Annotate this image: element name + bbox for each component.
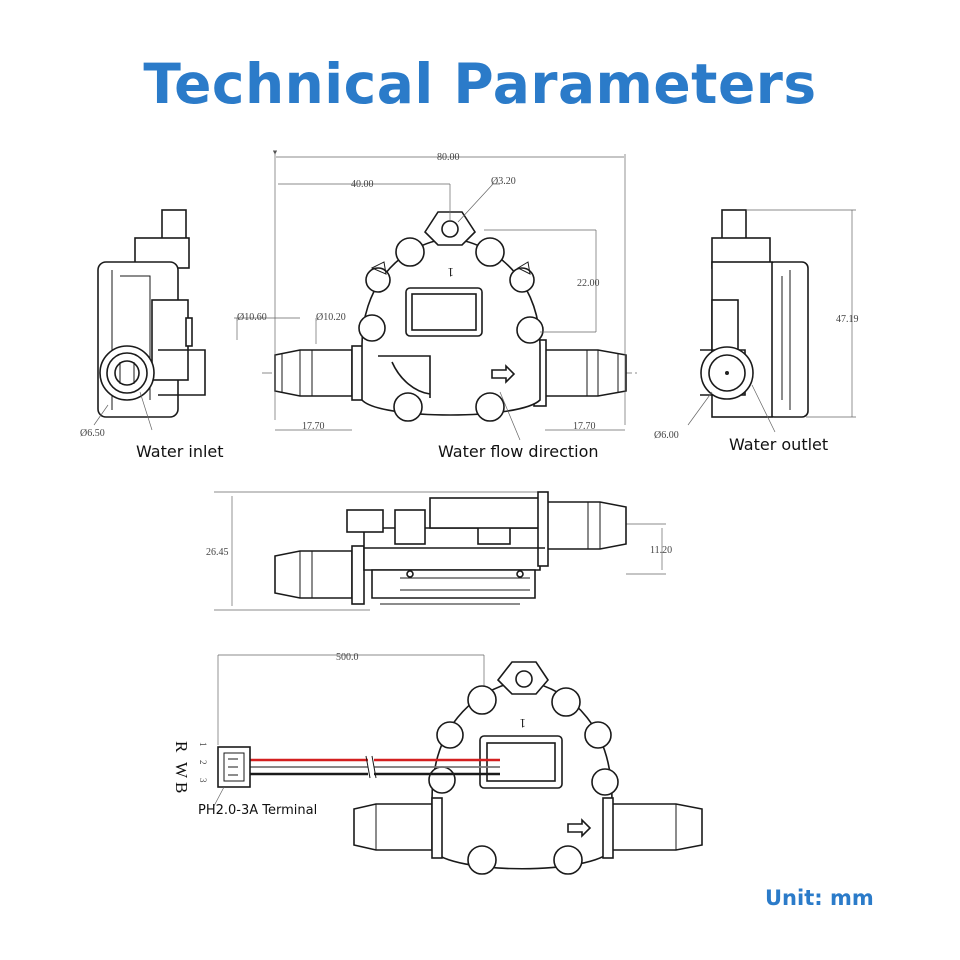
unit-label: Unit: mm — [765, 886, 874, 910]
front-view: 1 — [262, 211, 640, 422]
terminal-label: PH2.0-3A Terminal — [198, 803, 317, 818]
water-inlet-label: Water inlet — [136, 442, 224, 461]
hole-offset-dim: 40.00 — [351, 179, 374, 190]
overall-length-dim: 80.00 — [437, 152, 460, 163]
inlet-outer-dia-dim: Ø10.20 — [316, 312, 346, 323]
water-outlet-label: Water outlet — [729, 435, 828, 454]
hole-height-dim: 22.00 — [577, 278, 600, 289]
hole-dia-dim: Ø3.20 — [491, 176, 516, 187]
outlet-outer-dia-dim: Ø10.60 — [237, 312, 267, 323]
wire-letter-w: W — [172, 762, 191, 779]
right-side-view — [687, 209, 856, 433]
side-height-dim: 47.19 — [836, 314, 859, 325]
wire-number-2: 2 — [198, 760, 208, 765]
outlet-dia-dim: Ø6.00 — [654, 430, 679, 441]
cable-view: 1 — [213, 654, 703, 875]
side-elevation — [214, 491, 666, 611]
pipe-offset-dim: 11.20 — [650, 545, 672, 556]
svg-text:1: 1 — [520, 716, 527, 731]
wire-number-3: 3 — [198, 778, 208, 783]
left-pipe-length-dim: 17.70 — [302, 421, 325, 432]
wire-letter-r: R — [172, 741, 191, 753]
left-side-view — [93, 209, 206, 431]
wire-letters: R W B 1 2 3 — [172, 741, 208, 793]
water-flow-label: Water flow direction — [438, 442, 599, 461]
inlet-dia-dim: Ø6.50 — [80, 428, 105, 439]
wire-number-1: 1 — [198, 742, 208, 747]
svg-text:1: 1 — [448, 265, 455, 280]
right-pipe-length-dim: 17.70 — [573, 421, 596, 432]
page-title: Technical Parameters — [143, 52, 817, 116]
wire-letter-b: B — [172, 782, 191, 793]
body-height-dim: 26.45 — [206, 547, 229, 558]
cable-length-dim: 500.0 — [336, 652, 359, 663]
